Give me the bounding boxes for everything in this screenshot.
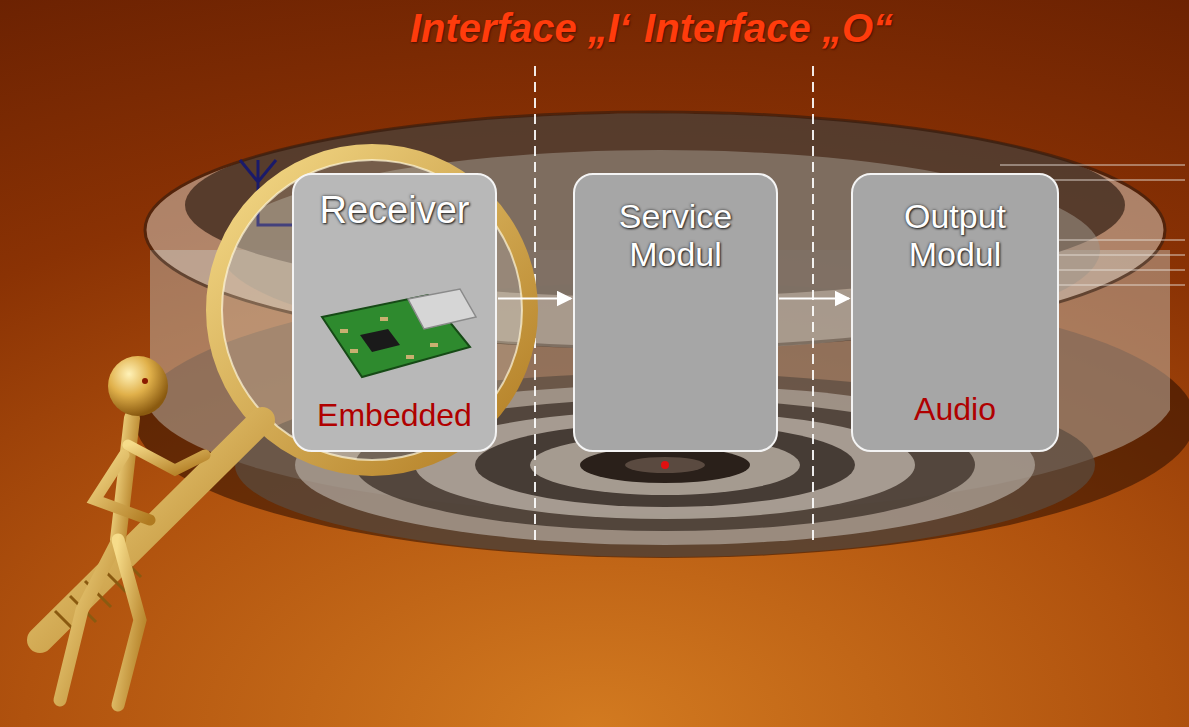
illustration-circle bbox=[142, 378, 148, 384]
crystal bbox=[408, 289, 476, 329]
illustration-line bbox=[1000, 164, 1185, 166]
illustration-g bbox=[60, 418, 205, 705]
illustration-path bbox=[60, 540, 118, 700]
box-subtitle: Audio bbox=[914, 392, 996, 428]
interface-label: Interface „I‘ bbox=[410, 6, 630, 51]
illustration-ellipse bbox=[625, 457, 705, 473]
illustration-path bbox=[118, 418, 132, 540]
smd-part bbox=[340, 329, 348, 333]
flow-arrow bbox=[498, 298, 571, 300]
illustration-line bbox=[812, 66, 814, 545]
illustration-line bbox=[1045, 269, 1185, 271]
box-title: Receiver bbox=[320, 189, 470, 232]
illustration-path bbox=[118, 540, 140, 705]
ic bbox=[360, 329, 400, 352]
smd-part bbox=[406, 355, 414, 359]
flow-arrow bbox=[779, 298, 849, 300]
process-box: ReceiverEmbedded bbox=[292, 173, 497, 452]
illustration-line bbox=[1040, 254, 1185, 256]
interface-label: Interface „O“ bbox=[644, 6, 893, 51]
illustration-ellipse bbox=[580, 447, 750, 483]
box-subtitle: Embedded bbox=[317, 398, 472, 434]
process-box: Output ModulAudio bbox=[851, 173, 1059, 452]
smd-part bbox=[380, 317, 388, 321]
illustration-circle bbox=[108, 356, 168, 416]
illustration-path bbox=[128, 445, 205, 470]
illustration-path bbox=[95, 455, 150, 520]
illustration-path bbox=[40, 420, 262, 640]
box-title: Service Modul bbox=[583, 197, 768, 273]
process-box: Service Modul bbox=[573, 173, 778, 452]
smd-part bbox=[430, 343, 438, 347]
receiver-chip bbox=[310, 277, 480, 389]
box-title: Output Modul bbox=[861, 197, 1049, 273]
illustration-circle bbox=[661, 461, 669, 469]
smd-part bbox=[350, 349, 358, 353]
illustration-line bbox=[1050, 284, 1185, 286]
